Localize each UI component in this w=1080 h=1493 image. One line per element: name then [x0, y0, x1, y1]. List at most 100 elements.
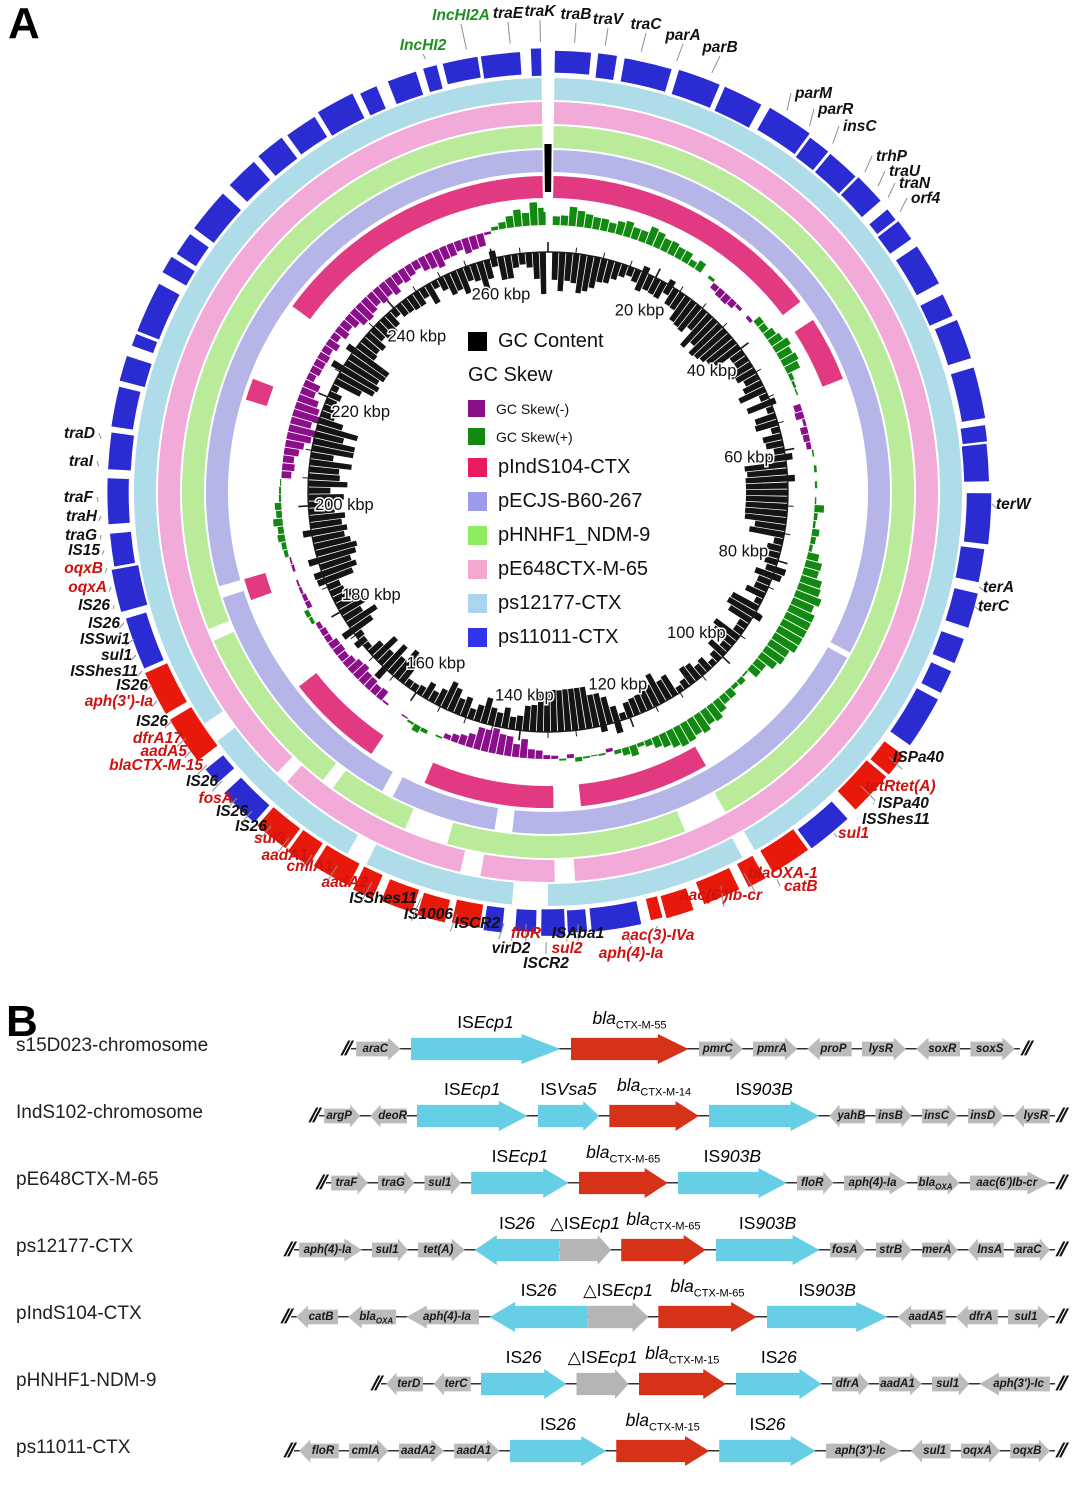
gc-content-bar: [372, 636, 398, 661]
gc-skew-neg: [503, 735, 514, 757]
gene-arrow: pmrA: [752, 1037, 798, 1061]
gene-label: parB: [701, 39, 737, 56]
gc-skew-pos: [505, 215, 515, 229]
gene-arrow-shape: [299, 1238, 362, 1262]
gc-content-bar: [316, 424, 359, 442]
gc-skew-neg: [735, 303, 743, 312]
ps11011-CTX-genes: [841, 177, 881, 218]
gc-content-bar: [327, 391, 343, 402]
gc-content-bar: [581, 255, 594, 292]
gc-content-bar: [647, 277, 661, 295]
legend-item: pHNHF1_NDM-9: [468, 524, 708, 547]
element-label: IS26: [520, 1279, 557, 1300]
gc-skew-pos: [498, 221, 507, 230]
gene-name: cmlA: [351, 1444, 380, 1457]
gc-content-bar: [764, 556, 779, 566]
gene-arrow-shape: [843, 1171, 908, 1195]
gc-content-bar: [310, 518, 343, 530]
gc-skew-neg: [328, 637, 341, 650]
gc-content-bar: [678, 665, 696, 686]
gc-skew-neg: [313, 358, 326, 370]
gc-content-bar: [550, 689, 558, 732]
gc-content-bar: [308, 494, 344, 501]
gc-skew-pos: [742, 670, 748, 677]
gc-content-bar: [742, 380, 764, 395]
gc-skew-neg: [332, 643, 346, 656]
ps11011-CTX-genes: [317, 93, 365, 136]
gc-content-bar: [745, 482, 788, 490]
label-leader-line: [991, 503, 999, 510]
gc-skew-pos: [584, 214, 594, 229]
gene-arrow: sul1: [910, 1439, 951, 1463]
gc-skew-pos: [794, 388, 799, 396]
gc-skew-pos: [799, 575, 823, 589]
gene-name: araC: [362, 1042, 389, 1055]
gc-content-bar: [754, 520, 786, 532]
gene-arrow: aadA1: [454, 1439, 500, 1463]
gene-arrow-shape: [348, 1305, 397, 1329]
ps11011-CTX-genes: [287, 830, 323, 866]
gc-skew-neg: [476, 233, 487, 248]
label-leader-line: [860, 785, 876, 802]
element-label: blaCTX-M-14: [617, 1074, 692, 1098]
gc-skew-pos: [651, 735, 663, 749]
element-label: △ISEcp1: [583, 1279, 654, 1300]
gc-content-bar: [753, 581, 769, 593]
gene-arrow-shape: [875, 1104, 912, 1128]
gene-arrow: insC: [921, 1104, 958, 1128]
gene-arrow-shape: [910, 1439, 951, 1463]
gc-skew-neg: [344, 313, 360, 328]
gene-arrow: blaCTX-M-65: [578, 1143, 668, 1198]
gene-name: soxR: [928, 1042, 957, 1055]
gene-label: traV: [593, 11, 625, 28]
gene-arrow: IS903B: [677, 1147, 787, 1198]
label-leader-line: [227, 797, 238, 809]
gene-label: IS26: [136, 713, 168, 730]
gc-content-bar: [673, 299, 697, 328]
pECJS-B60-267-ring-gap: [494, 807, 515, 834]
ps11011-CTX-genes: [620, 58, 672, 92]
gene-arrow-shape: [969, 1171, 1050, 1195]
element-label: IS26: [498, 1212, 536, 1233]
gc-skew-pos: [529, 202, 538, 226]
gc-content-bar: [656, 679, 672, 701]
kbp-label: 200 kbp: [315, 496, 374, 514]
gc-content-bar: [308, 466, 340, 475]
gc-skew-pos: [308, 616, 316, 625]
ps11011-CTX-genes: [287, 116, 328, 155]
ps11011-CTX-genes: [480, 52, 522, 79]
gc-skew-pos: [804, 559, 823, 571]
gene-arrow-shape: [331, 1171, 368, 1195]
label-leader-line: [301, 854, 313, 870]
gc-content-bar: [320, 410, 336, 422]
gene-arrow: pmrC: [698, 1037, 743, 1061]
label-leader-line: [877, 170, 886, 187]
legend-swatch: [468, 594, 487, 613]
gc-content-bar: [764, 454, 786, 463]
kbp-tick: [368, 322, 374, 328]
gc-skew-pos: [783, 611, 811, 631]
gene-label: parM: [794, 85, 833, 102]
gc-skew-neg: [294, 401, 320, 416]
gene-arrow-shape: [398, 1439, 445, 1463]
gc-skew-neg: [461, 237, 473, 255]
sequence-break: //: [1053, 1172, 1068, 1194]
gc-skew-pos: [808, 544, 813, 552]
gc-skew-neg: [304, 600, 313, 609]
gene-label: sul2: [551, 940, 582, 957]
ps11011-CTX-genes: [757, 107, 810, 155]
gc-skew-neg: [726, 298, 737, 309]
genome-name: pHNHF1-NDM-9: [16, 1370, 157, 1391]
element-label: IS903B: [703, 1145, 762, 1166]
gene-arrow-shape: [480, 1369, 567, 1399]
ps11011-CTX-genes: [541, 909, 566, 936]
gene-arrow: IS903B: [708, 1080, 820, 1131]
gene-arrow: aph(4)-Ia: [843, 1171, 908, 1195]
gc-content-bar: [330, 360, 344, 372]
gene-label: ISShes11: [349, 890, 417, 907]
gene-name: sul1: [923, 1444, 947, 1457]
gene-arrow: insB: [875, 1104, 912, 1128]
